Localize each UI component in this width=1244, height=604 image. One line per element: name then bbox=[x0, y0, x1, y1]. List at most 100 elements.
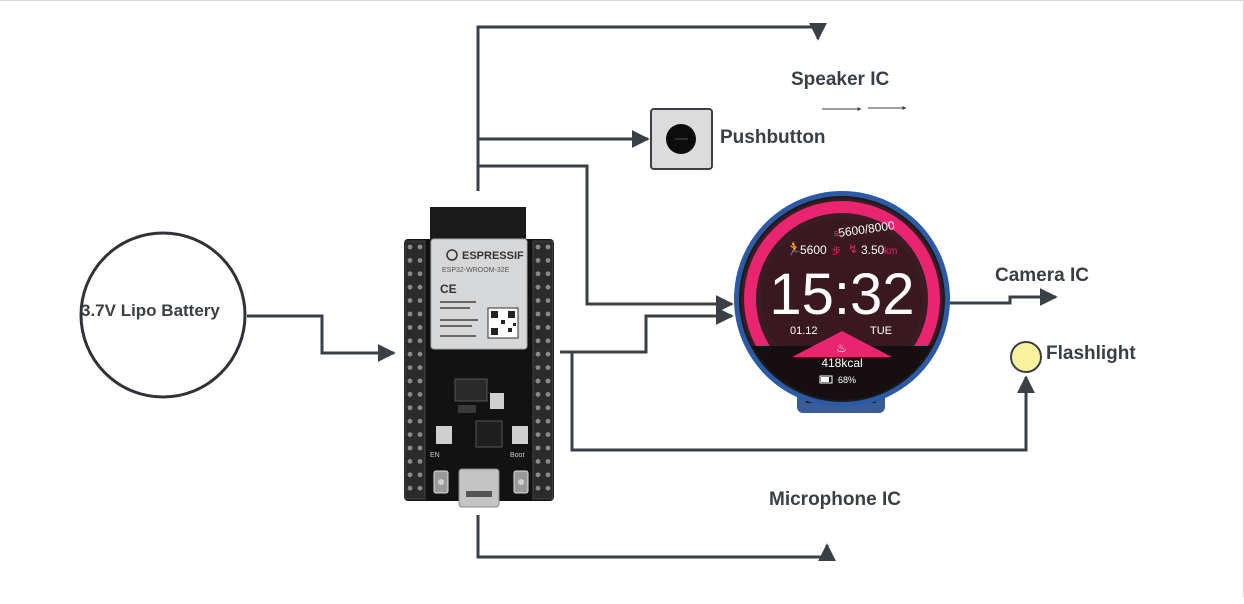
smd-component-3 bbox=[512, 426, 528, 444]
pushbutton-label: Pushbutton bbox=[720, 127, 826, 148]
usb-uart-chip bbox=[475, 420, 503, 448]
pin-hole bbox=[545, 445, 551, 451]
pin-hole bbox=[545, 311, 551, 317]
speaker-label: Speaker IC bbox=[791, 69, 890, 90]
pin-hole bbox=[407, 271, 413, 277]
module-name: ESP32-WROOM-32E bbox=[442, 267, 510, 274]
pin-hole bbox=[535, 405, 541, 411]
pin-hole bbox=[407, 378, 413, 384]
module-fine-print bbox=[440, 301, 478, 337]
esp32-board: ESPRESSIF ESP32-WROOM-32E CE bbox=[404, 207, 554, 508]
watch-steps: 5600 bbox=[800, 243, 827, 257]
smd-component-4 bbox=[436, 426, 452, 444]
pin-hole bbox=[407, 298, 413, 303]
pin-hole bbox=[535, 298, 541, 303]
pin-hole bbox=[545, 325, 551, 330]
pin-hole bbox=[407, 472, 413, 478]
wire-board-to-flashlight bbox=[570, 352, 1035, 452]
pin-hole bbox=[417, 271, 423, 277]
pin-hole bbox=[407, 485, 413, 491]
pin-hole bbox=[535, 472, 541, 478]
pin-hole bbox=[535, 432, 541, 437]
pin-hole bbox=[545, 485, 551, 491]
pin-hole bbox=[545, 392, 551, 397]
watch-date: 01.12 bbox=[790, 325, 818, 337]
connections bbox=[247, 22, 1058, 562]
pin-hole bbox=[535, 271, 541, 277]
pin-hole bbox=[535, 445, 541, 451]
distance-icon: ↯ bbox=[848, 242, 858, 256]
watch-distance-unit: km bbox=[884, 246, 897, 257]
pin-hole bbox=[545, 298, 551, 303]
pin-hole bbox=[535, 244, 541, 250]
speaker-hint-lines bbox=[822, 106, 907, 111]
pin-hole bbox=[545, 418, 551, 424]
pin-hole bbox=[417, 351, 423, 357]
pin-hole bbox=[417, 485, 423, 491]
pin-hole bbox=[407, 284, 413, 290]
pin-hole bbox=[545, 378, 551, 384]
wire-battery-to-board bbox=[247, 314, 396, 362]
voltage-regulator bbox=[454, 378, 488, 402]
pin-hole bbox=[417, 405, 423, 411]
pin-hole bbox=[535, 258, 541, 263]
pin-hole bbox=[545, 432, 551, 437]
smd-component-2 bbox=[490, 393, 504, 409]
pin-hole bbox=[407, 459, 413, 464]
pin-hole bbox=[417, 258, 423, 263]
pin-hole bbox=[407, 418, 413, 424]
pin-hole bbox=[417, 445, 423, 451]
wire-display-to-camera bbox=[948, 288, 1058, 306]
pin-hole bbox=[417, 472, 423, 478]
pin-hole bbox=[407, 365, 413, 370]
pin-hole bbox=[407, 258, 413, 263]
steps-icon: 🏃 bbox=[786, 241, 802, 256]
en-label: EN bbox=[430, 452, 440, 459]
flashlight-node bbox=[1010, 341, 1042, 373]
pin-hole bbox=[535, 418, 541, 424]
boot-label: Boot bbox=[510, 452, 524, 459]
pin-hole bbox=[417, 418, 423, 424]
pin-hole bbox=[407, 405, 413, 411]
pin-hole bbox=[417, 338, 423, 344]
pin-hole bbox=[417, 284, 423, 290]
pin-hole bbox=[545, 459, 551, 464]
pin-hole bbox=[417, 432, 423, 437]
pin-hole bbox=[407, 325, 413, 330]
pin-hole bbox=[545, 271, 551, 277]
pin-hole bbox=[535, 485, 541, 491]
pin-hole bbox=[535, 284, 541, 290]
pin-hole bbox=[535, 392, 541, 397]
pin-hole bbox=[535, 311, 541, 317]
pin-hole bbox=[417, 325, 423, 330]
pin-hole bbox=[417, 392, 423, 397]
wire-board-to-microphone bbox=[476, 515, 836, 562]
battery-icon bbox=[819, 375, 833, 384]
microphone-label: Microphone IC bbox=[769, 489, 901, 510]
watch-time: 15:32 bbox=[769, 262, 914, 327]
pin-hole bbox=[407, 338, 413, 344]
watch-steps-unit: 步 bbox=[832, 246, 841, 256]
watch-weekday: TUE bbox=[870, 325, 892, 337]
pin-hole bbox=[407, 351, 413, 357]
pin-hole bbox=[545, 472, 551, 478]
pin-hole bbox=[407, 432, 413, 437]
pin-hole bbox=[417, 459, 423, 464]
pin-hole bbox=[535, 365, 541, 370]
pin-hole bbox=[407, 311, 413, 317]
wire-board-to-display-2 bbox=[560, 307, 734, 354]
wifi-icon: ≋ bbox=[833, 229, 841, 240]
pin-hole bbox=[545, 405, 551, 411]
pin-hole bbox=[545, 258, 551, 263]
wire-board-to-display bbox=[478, 164, 734, 313]
micro-usb-port bbox=[458, 468, 500, 508]
wire-board-to-speaker bbox=[476, 22, 827, 191]
pin-hole bbox=[417, 244, 423, 250]
pin-hole bbox=[535, 325, 541, 330]
pin-hole bbox=[417, 378, 423, 384]
pin-hole bbox=[545, 351, 551, 357]
pin-hole bbox=[417, 365, 423, 370]
battery-node bbox=[79, 231, 247, 399]
pin-holes bbox=[407, 244, 551, 491]
pin-hole bbox=[407, 244, 413, 250]
